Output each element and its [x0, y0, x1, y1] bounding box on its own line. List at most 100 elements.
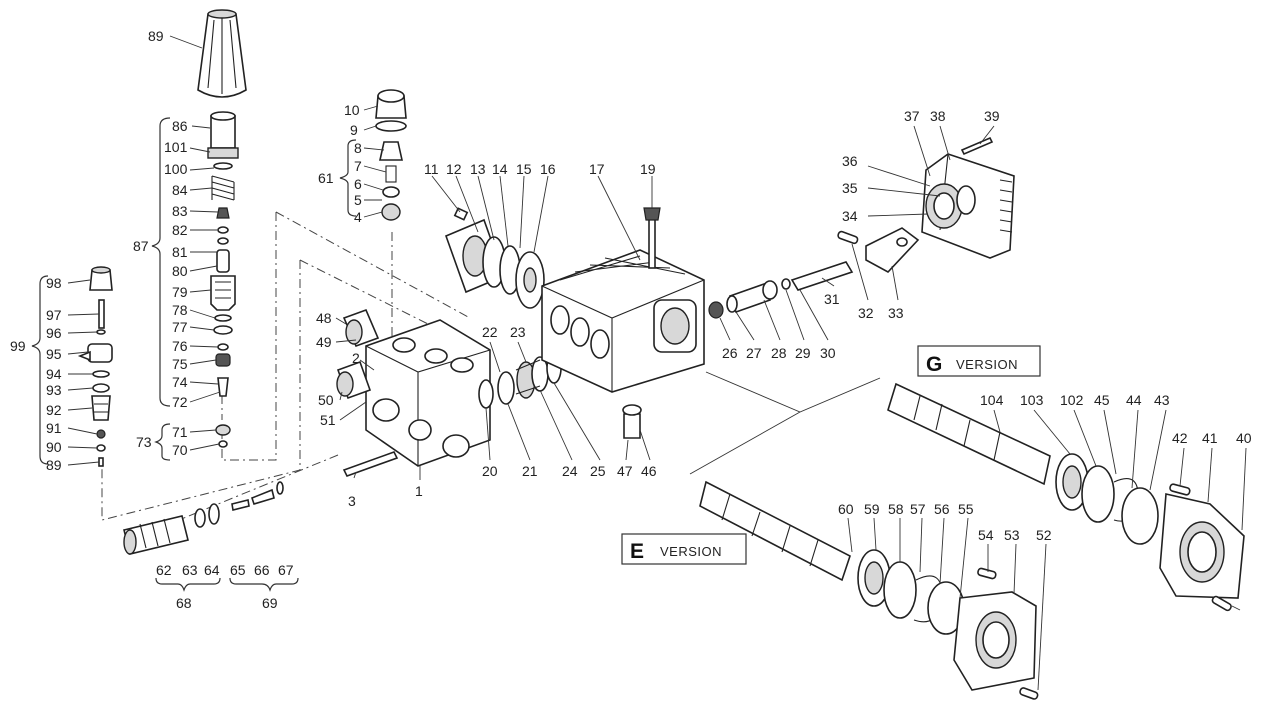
callout-74: 74 [172, 374, 188, 390]
callout-33: 33 [888, 305, 904, 321]
callout-104: 104 [980, 392, 1004, 408]
crankcase-17 [541, 207, 705, 393]
callout-55: 55 [958, 501, 974, 517]
g-version-letter: G [926, 353, 942, 376]
callout-73: 73 [136, 434, 152, 450]
callout-8: 8 [354, 140, 362, 156]
callout-97: 97 [46, 307, 62, 323]
callout-26: 26 [722, 345, 738, 361]
regulator-body-86 [207, 111, 239, 170]
callout-69: 69 [262, 595, 278, 611]
callout-100: 100 [164, 161, 188, 177]
callout-95: 95 [46, 346, 62, 362]
leader-lines [67, 35, 1247, 691]
callout-41: 41 [1202, 430, 1218, 446]
e-version-letter: E [630, 540, 644, 563]
callout-89-screw: 89 [46, 457, 62, 473]
callout-23: 23 [510, 324, 526, 340]
callout-36: 36 [842, 153, 858, 169]
callout-37: 37 [904, 108, 920, 124]
callout-39: 39 [984, 108, 1000, 124]
group-braces [31, 117, 357, 592]
callout-50: 50 [318, 392, 334, 408]
connecting-rod-parts [708, 230, 859, 319]
callout-7: 7 [354, 158, 362, 174]
callout-45: 45 [1094, 392, 1110, 408]
motor-flange-parts [921, 136, 1015, 259]
callout-53: 53 [1004, 527, 1020, 543]
callout-34: 34 [842, 208, 858, 224]
callout-38: 38 [930, 108, 946, 124]
callout-103: 103 [1020, 392, 1044, 408]
e-version-crankshaft [699, 480, 1039, 700]
callout-52: 52 [1036, 527, 1052, 543]
g-version-label: G VERSION [917, 345, 1041, 377]
valve-stack-parts [375, 89, 407, 221]
callout-72: 72 [172, 394, 188, 410]
callout-77: 77 [172, 319, 188, 335]
callout-35: 35 [842, 180, 858, 196]
callout-32: 32 [858, 305, 874, 321]
callout-10: 10 [344, 102, 360, 118]
callout-66: 66 [254, 562, 270, 578]
callout-99: 99 [10, 338, 26, 354]
callout-42: 42 [1172, 430, 1188, 446]
inlet-fitting-parts [123, 404, 642, 555]
callout-16: 16 [540, 161, 556, 177]
callout-65: 65 [230, 562, 246, 578]
callout-44: 44 [1126, 392, 1142, 408]
callout-89-knob: 89 [148, 28, 164, 44]
callout-40: 40 [1236, 430, 1252, 446]
g-version-word: VERSION [956, 357, 1018, 372]
callout-30: 30 [820, 345, 836, 361]
callout-80: 80 [172, 263, 188, 279]
callout-labels: 89 86 101 100 84 83 82 81 80 79 78 77 76… [10, 28, 1252, 611]
callout-98: 98 [46, 275, 62, 291]
callout-13: 13 [470, 161, 486, 177]
callout-57: 57 [910, 501, 926, 517]
cover-plate-33 [865, 227, 920, 273]
e-version-label: E VERSION [621, 533, 747, 565]
callout-60: 60 [838, 501, 854, 517]
callout-24: 24 [562, 463, 578, 479]
regulator-spring-84 [211, 175, 235, 201]
callout-22: 22 [482, 324, 498, 340]
callout-51: 51 [320, 412, 336, 428]
callout-68: 68 [176, 595, 192, 611]
bearing-cover-parts [444, 207, 545, 309]
callout-76: 76 [172, 338, 188, 354]
callout-5: 5 [354, 192, 362, 208]
callout-46: 46 [641, 463, 657, 479]
callout-14: 14 [492, 161, 508, 177]
callout-6: 6 [354, 176, 362, 192]
callout-102: 102 [1060, 392, 1084, 408]
callout-67: 67 [278, 562, 294, 578]
callout-12: 12 [446, 161, 462, 177]
callout-84: 84 [172, 182, 188, 198]
manifold-head-1 [336, 308, 491, 477]
callout-75: 75 [172, 356, 188, 372]
e-version-word: VERSION [660, 544, 722, 559]
unloader-group-parts [77, 266, 113, 467]
callout-49: 49 [316, 334, 332, 350]
callout-47: 47 [617, 463, 633, 479]
callout-17: 17 [589, 161, 605, 177]
version-divider-lines [689, 371, 881, 475]
callout-29: 29 [795, 345, 811, 361]
callout-48: 48 [316, 310, 332, 326]
callout-21: 21 [522, 463, 538, 479]
regulator-small-parts [210, 207, 236, 448]
callout-27: 27 [746, 345, 762, 361]
callout-82: 82 [172, 222, 188, 238]
callout-4: 4 [354, 209, 362, 225]
callout-91: 91 [46, 420, 62, 436]
callout-2: 2 [352, 350, 360, 366]
callout-78: 78 [172, 302, 188, 318]
g-version-crankshaft [887, 382, 1245, 612]
callout-20: 20 [482, 463, 498, 479]
callout-25: 25 [590, 463, 606, 479]
callout-94: 94 [46, 366, 62, 382]
callout-58: 58 [888, 501, 904, 517]
callout-81: 81 [172, 244, 188, 260]
